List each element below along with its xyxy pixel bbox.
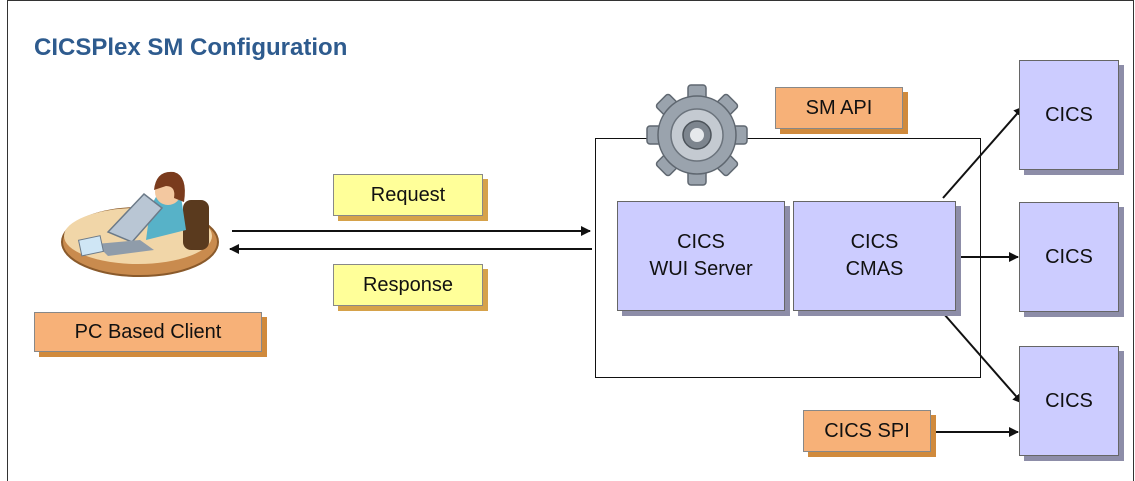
cics-region-label: CICS (1045, 103, 1093, 126)
cics-wui-server-box: CICS WUI Server (617, 201, 785, 311)
response-label: Response (333, 264, 483, 306)
pc-client-label: PC Based Client (34, 312, 262, 352)
cics-cmas-box: CICS CMAS (793, 201, 956, 311)
cmas-line1: CICS (850, 231, 899, 253)
cics-region-box-3: CICS (1019, 346, 1119, 456)
request-label: Request (333, 174, 483, 216)
cmas-to-cics-3-arrow (943, 313, 1023, 404)
cics-region-box-1: CICS (1019, 60, 1119, 170)
cmas-line2: CMAS (845, 258, 904, 280)
slide-frame (7, 0, 1134, 481)
sm-api-label: SM API (775, 87, 903, 129)
wui-line1: CICS (677, 231, 725, 253)
cics-region-label: CICS (1045, 245, 1093, 268)
cics-region-box-2: CICS (1019, 202, 1119, 312)
cics-region-label: CICS (1045, 389, 1093, 412)
cmas-to-cics-1-arrow (942, 106, 1024, 199)
cics-spi-label: CICS SPI (803, 410, 931, 452)
slide-title: CICSPlex SM Configuration (34, 34, 348, 61)
wui-line2: WUI Server (649, 258, 753, 280)
